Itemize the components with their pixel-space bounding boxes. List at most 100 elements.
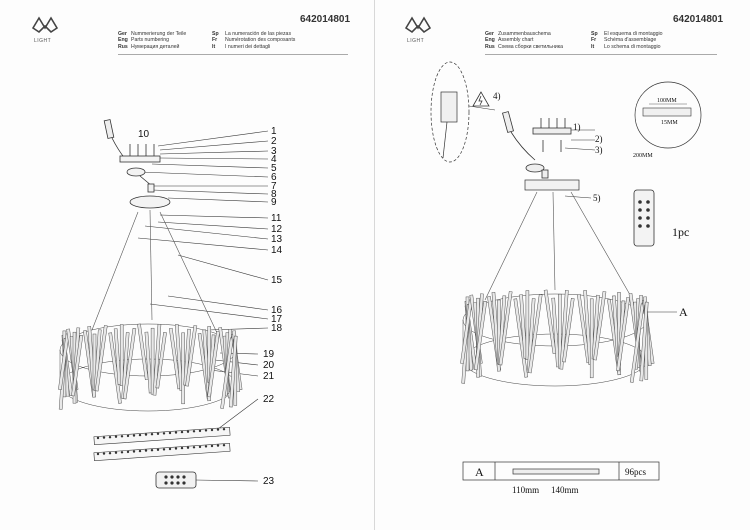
- part-number-20: 20: [263, 360, 275, 371]
- led-chip: [162, 448, 166, 451]
- step-4-label: 4): [493, 91, 501, 101]
- led-chip: [186, 446, 190, 449]
- part-number-8: 8: [271, 189, 277, 200]
- crystal-prism: [155, 332, 167, 389]
- part-number-13: 13: [271, 234, 283, 245]
- step-5-label: 5): [593, 193, 601, 203]
- led-chip: [144, 449, 148, 452]
- crystal-prism: [525, 290, 530, 360]
- led-chip: [222, 444, 226, 447]
- crystal-prism: [94, 325, 108, 392]
- header-rule: [118, 54, 348, 55]
- led-chip: [114, 451, 118, 454]
- part-number-23: 23: [263, 476, 275, 487]
- table-part-a: A: [475, 465, 484, 479]
- led-chip: [216, 444, 220, 447]
- led-chip: [138, 449, 142, 453]
- crystal-prism: [122, 328, 137, 400]
- crystal-prism: [498, 291, 513, 366]
- crystal-prism: [71, 334, 84, 397]
- part-number-17: 17: [271, 314, 283, 325]
- part-number-16: 16: [271, 305, 283, 316]
- warning-electric-icon: [472, 91, 490, 107]
- led-chip: [126, 450, 130, 454]
- led-chip: [216, 428, 220, 431]
- led-chip: [204, 445, 208, 448]
- led-chip: [210, 428, 214, 432]
- led-chip: [222, 428, 226, 431]
- brand-logo-text: LIGHT: [407, 38, 425, 44]
- led-chip: [204, 429, 208, 432]
- table-dim-110: 110mm: [512, 485, 539, 495]
- crystal-prism: [119, 324, 124, 386]
- crystal-prism: [152, 323, 162, 396]
- crystal-prism: [473, 300, 488, 371]
- led-chip: [168, 447, 172, 451]
- led-chip: [210, 444, 214, 448]
- crystal-prism: [593, 291, 607, 361]
- led-chip: [198, 429, 202, 433]
- dim-200-label: 200MM: [633, 153, 653, 159]
- led-chip: [96, 452, 100, 456]
- part-number-15: 15: [271, 275, 283, 286]
- crystal-prism: [616, 296, 631, 372]
- crystal-prism: [519, 294, 528, 359]
- part-number-7: 7: [271, 181, 277, 192]
- dim-15-label: 15MM: [661, 120, 678, 126]
- led-chip: [180, 446, 184, 450]
- led-chip: [186, 430, 190, 433]
- part-number-4: 4: [271, 154, 277, 165]
- crystal-prism: [639, 301, 649, 382]
- part-number-1: 1: [271, 126, 277, 137]
- led-chip: [150, 449, 154, 452]
- crystal-prism: [551, 297, 560, 368]
- crystal-prism: [207, 330, 220, 398]
- led-chip: [168, 431, 172, 435]
- led-chip: [156, 432, 160, 435]
- crystal-prism: [137, 323, 149, 381]
- led-chip: [150, 433, 154, 436]
- led-chip: [156, 448, 160, 451]
- part-number-18: 18: [271, 323, 283, 334]
- part-number-14: 14: [271, 245, 283, 256]
- table-dim-140: 140mm: [551, 485, 579, 495]
- led-chip: [174, 447, 178, 450]
- part-number-3: 3: [271, 146, 277, 157]
- crystal-prism: [543, 289, 557, 354]
- part-number-2: 2: [271, 136, 277, 147]
- part-number-5: 5: [271, 163, 277, 174]
- led-chip: [108, 452, 112, 455]
- crystal-prism: [183, 328, 191, 386]
- header-rule: [485, 54, 717, 55]
- crystal-prism: [185, 325, 198, 387]
- part-number-19: 19: [263, 349, 275, 360]
- led-chip: [138, 433, 142, 437]
- crystal-prism: [229, 335, 238, 408]
- crystal-prism: [527, 294, 543, 374]
- remote-control-icon: [633, 189, 655, 247]
- led-chip: [174, 431, 178, 434]
- led-chip: [132, 434, 136, 437]
- led-chip: [162, 432, 166, 435]
- product-code: 642014801: [300, 14, 351, 25]
- step-2-label: 2): [595, 134, 603, 144]
- led-chip: [114, 435, 118, 438]
- part-number-9: 9: [271, 197, 277, 208]
- crystal-prism: [562, 298, 575, 363]
- part-number-22: 22: [263, 394, 275, 405]
- crystal-prism: [174, 324, 184, 391]
- led-chip: [126, 434, 130, 438]
- table-qty: 96pcs: [625, 467, 646, 477]
- part-a-label: A: [679, 305, 688, 319]
- part-number-6: 6: [271, 172, 277, 183]
- product-code: 642014801: [673, 14, 724, 25]
- remote-qty-label: 1pc: [672, 225, 689, 239]
- brand-logo-icon: [405, 16, 431, 34]
- led-chip: [120, 451, 124, 454]
- exploded-parts-drawing: 10 1 2 3 4 5 6 7 8 9 11 12 13 14 15 16 1…: [58, 119, 283, 489]
- led-chip: [102, 452, 106, 455]
- step-3-label: 3): [595, 145, 603, 155]
- crystal-prism: [181, 332, 185, 405]
